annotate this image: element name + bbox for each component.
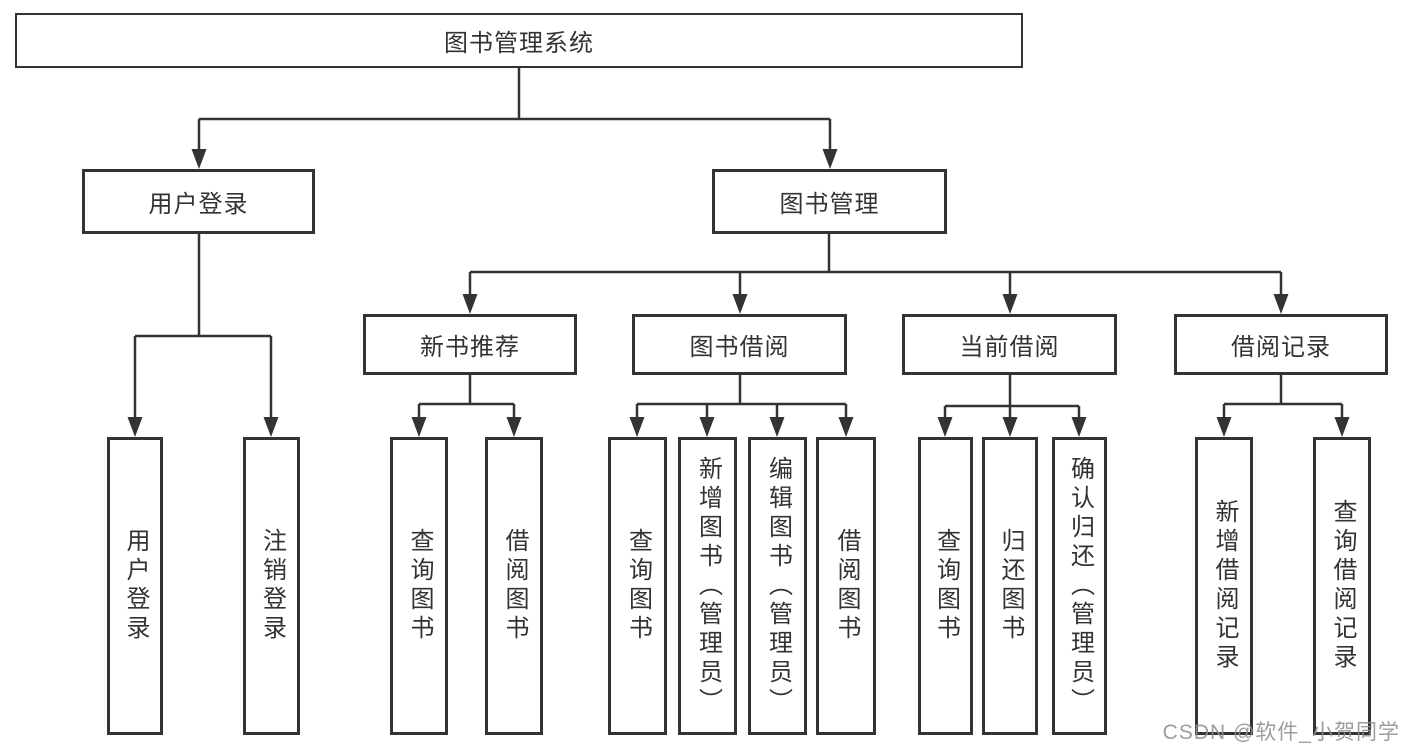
node-label: 图书借阅	[689, 334, 790, 361]
node-book-borrowing: 图书借阅	[632, 314, 847, 375]
leaf-logout-login: 注销登录	[243, 437, 300, 735]
node-library-system-root: 图书管理系统	[15, 13, 1023, 68]
node-label: 图书管理	[779, 191, 880, 218]
leaf-borrowing-add-books-admin: 新增图书（管理员）	[678, 437, 737, 735]
node-new-book-recommendation: 新书推荐	[363, 314, 577, 375]
node-label: 查询图书	[932, 528, 960, 644]
leaf-records-query-borrow-record: 查询借阅记录	[1313, 437, 1371, 735]
node-label: 查询借阅记录	[1329, 499, 1356, 673]
node-label: 归还图书	[997, 528, 1024, 644]
node-book-management: 图书管理	[712, 169, 947, 234]
node-label: 图书管理系统	[444, 30, 594, 57]
csdn-watermark: CSDN @软件_小贺同学	[1162, 721, 1400, 744]
leaf-current-confirm-return-admin: 确认归还（管理员）	[1052, 437, 1107, 735]
node-label: 借阅记录	[1231, 334, 1331, 361]
node-label: 借阅图书	[833, 528, 860, 644]
node-label: 新增图书（管理员）	[694, 455, 722, 717]
leaf-recommend-borrow-books: 借阅图书	[485, 437, 543, 735]
leaf-recommend-query-books: 查询图书	[390, 437, 448, 735]
node-label: 当前借阅	[959, 334, 1060, 361]
leaf-user-login: 用户登录	[107, 437, 163, 735]
node-label: 编辑图书（管理员）	[764, 455, 792, 717]
node-label: 借阅图书	[501, 528, 528, 644]
node-user-login: 用户登录	[82, 169, 315, 234]
leaf-borrowing-query-books: 查询图书	[608, 437, 667, 735]
node-current-borrowing: 当前借阅	[902, 314, 1117, 375]
node-borrowing-records: 借阅记录	[1174, 314, 1388, 375]
node-label: 查询图书	[406, 528, 433, 644]
node-label: 注销登录	[258, 528, 286, 644]
leaf-current-query-books: 查询图书	[918, 437, 973, 735]
leaf-records-add-borrow-record: 新增借阅记录	[1195, 437, 1253, 735]
node-label: 用户登录	[148, 191, 249, 218]
node-label: 新增借阅记录	[1211, 499, 1238, 673]
node-label: 查询图书	[624, 528, 652, 644]
leaf-borrowing-borrow-books: 借阅图书	[816, 437, 876, 735]
node-label: 用户登录	[122, 528, 149, 644]
arrowheads	[127, 149, 1350, 437]
node-label: 新书推荐	[420, 334, 520, 361]
leaf-borrowing-edit-books-admin: 编辑图书（管理员）	[748, 437, 807, 735]
leaf-current-return-books: 归还图书	[982, 437, 1038, 735]
node-label: 确认归还（管理员）	[1066, 455, 1094, 717]
